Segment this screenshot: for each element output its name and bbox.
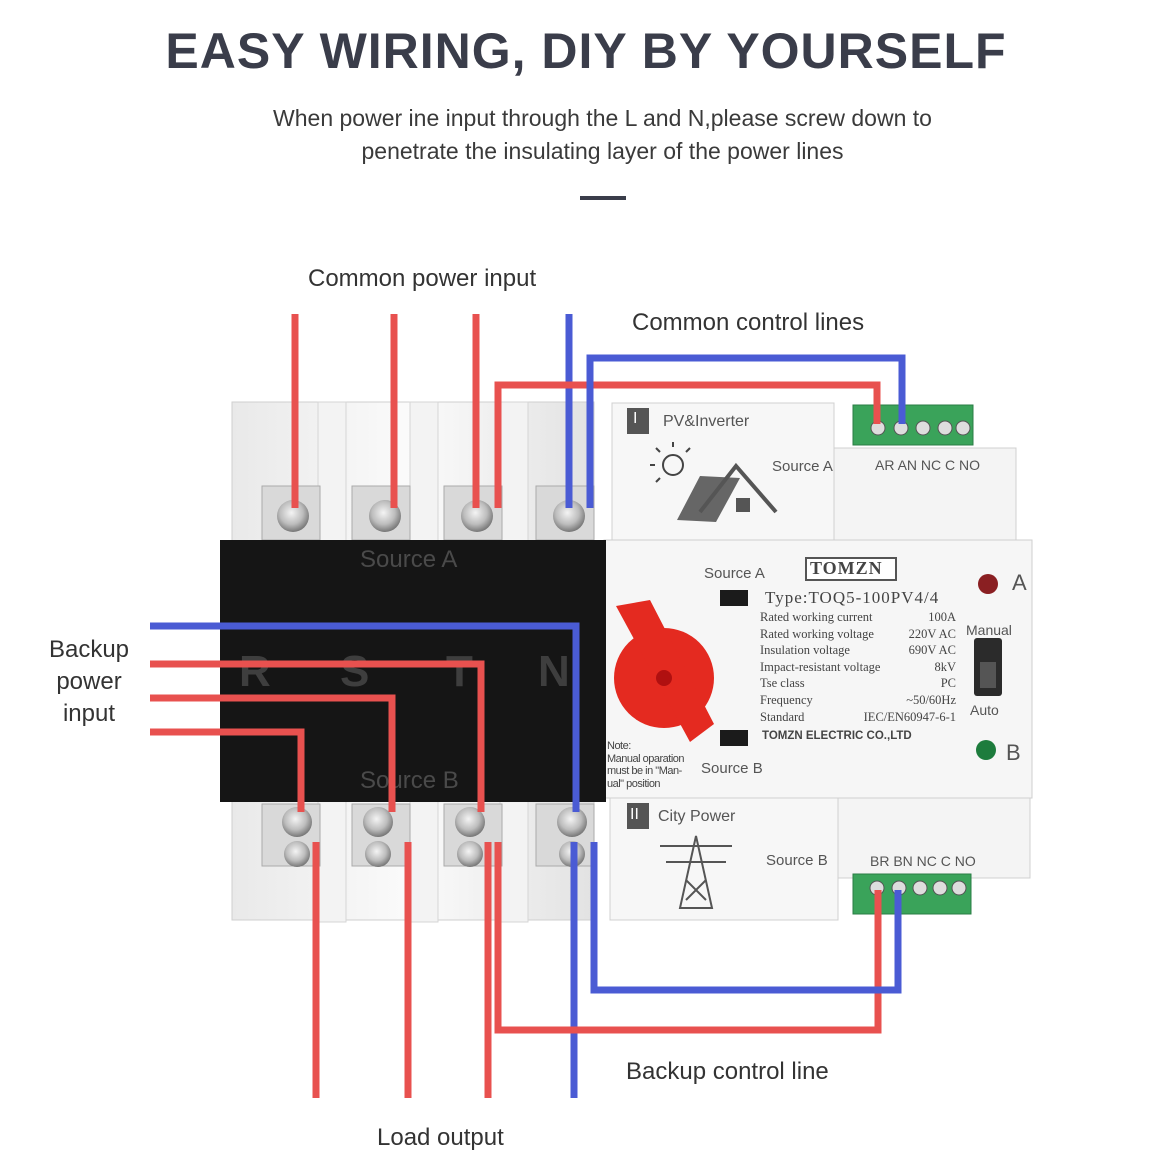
panel-source-a: Source A [704,565,765,582]
screw-icon [363,807,393,837]
body-source-b-label: Source B [360,767,459,794]
indicator-a-led [978,574,998,594]
screw-icon [277,500,309,532]
title-divider [580,196,626,200]
label-backup-power-input: Backup power input [48,636,130,727]
power-tower-icon [660,835,732,909]
spec-row: Frequency~50/60Hz [760,692,956,707]
backup-input-blue [150,622,580,812]
top-module-terminals: AR AN NC C NO [875,457,981,473]
label-load-output: Load output [377,1124,504,1151]
screw-icon [461,500,493,532]
page-subtitle: When power ine input through the L and N… [200,102,1005,168]
top-module-name: PV&Inverter [663,413,750,430]
bottom-module-roman: II [630,806,639,823]
bottom-module-terminals: BR BN NC C NO [870,853,976,869]
breaker-body [220,540,606,802]
body-source-a-label: Source A [360,546,457,573]
bottom-module-source: Source B [766,852,828,869]
rotary-handle[interactable] [614,600,714,742]
screw-icon [553,500,585,532]
bottom-module-name: City Power [658,808,736,825]
top-module-roman: I [633,410,638,427]
page-title: EASY WIRING, DIY BY YOURSELF [165,23,1007,79]
manual-note: Note: Manual oparation must be in "Man- … [607,740,685,790]
panel-maker: TOMZN ELECTRIC CO.,LTD [762,730,912,742]
backup-input-red-3 [150,728,305,812]
backup-control-red [494,842,882,1034]
label-backup-control-line: Backup control line [626,1058,829,1085]
backup-control-blue [590,842,902,994]
phase-r-label: R [239,647,271,696]
switch-auto-label: Auto [970,702,999,718]
indicator-b-label: B [1006,740,1021,765]
indicator-b-led [976,740,996,760]
backup-input-red-2 [150,694,396,812]
screw-icon [557,807,587,837]
panel-type: Type:TOQ5-100PV4/4 [765,588,940,607]
subtitle-line-2: penetrate the insulating layer of the po… [361,138,844,164]
screw-icon [282,807,312,837]
source-a-window [720,590,748,606]
common-control-red [494,381,881,508]
backup-input-red-1 [150,660,485,812]
subtitle-line-1: When power ine input through the L and N… [273,105,932,131]
phase-n-label: N [538,647,570,696]
terminal-block-top [852,404,974,446]
phase-s-label: S [340,647,369,696]
top-controller-module [611,402,1017,542]
terminal-block-bottom [852,873,972,915]
panel-source-b: Source B [701,760,763,777]
brand-logo: TOMZN [810,558,883,578]
top-module-source: Source A [772,458,833,475]
common-control-blue [586,354,906,508]
label-common-control-lines: Common control lines [632,309,865,336]
label-common-power-input: Common power input [308,265,537,292]
switch-manual-label: Manual [966,622,1012,638]
source-b-window [720,730,748,746]
sun-icon [650,442,691,483]
indicator-a-label: A [1012,570,1027,595]
bottom-controller-module [609,797,1031,921]
wires [150,314,906,1098]
screw-icon [455,807,485,837]
solar-house-icon [677,462,778,522]
phase-t-label: T [446,647,473,696]
